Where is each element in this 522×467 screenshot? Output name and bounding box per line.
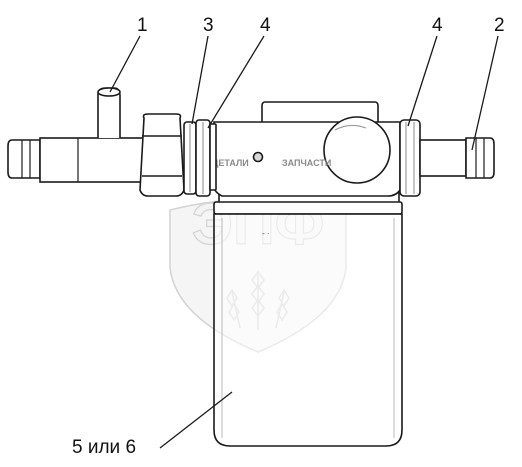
- outlet-pipe-assembly: [399, 119, 495, 197]
- seal-ring-4-right: [399, 119, 421, 197]
- leader-4-left: [207, 35, 265, 129]
- inlet-pipe-assembly: [7, 87, 217, 197]
- svg-text:- ·: - ·: [262, 229, 270, 238]
- union-nut: [139, 113, 185, 197]
- leader-2: [471, 35, 499, 151]
- leader-3: [191, 35, 209, 125]
- canister-body: [213, 213, 403, 447]
- watermark-right-text: ЗАПЧАСТИ: [282, 158, 331, 168]
- callout-2: 2: [494, 15, 505, 36]
- leader-4-right: [407, 35, 438, 127]
- callout-4-right: 4: [432, 15, 443, 36]
- callout-1: 1: [137, 15, 148, 36]
- leader-5: [159, 391, 233, 449]
- outlet-banjo: [323, 116, 391, 184]
- filter-canister: - ·: [213, 189, 403, 447]
- drain-screw: [252, 151, 264, 163]
- inlet-tee-tube: [39, 137, 145, 183]
- callout-5-or-6: 5 или 6: [72, 437, 136, 458]
- leader-1: [109, 35, 141, 93]
- outlet-tube: [419, 139, 467, 177]
- outlet-hose-barb: [465, 137, 495, 179]
- canister-collar-band: [213, 201, 403, 215]
- watermark-left-text: ДЕТАЛИ: [212, 158, 249, 168]
- callout-4-left: 4: [260, 15, 271, 36]
- leader-lines: [109, 35, 499, 449]
- filter-housing: [213, 101, 401, 197]
- callout-3: 3: [203, 15, 214, 36]
- inlet-hose-barb: [7, 139, 41, 179]
